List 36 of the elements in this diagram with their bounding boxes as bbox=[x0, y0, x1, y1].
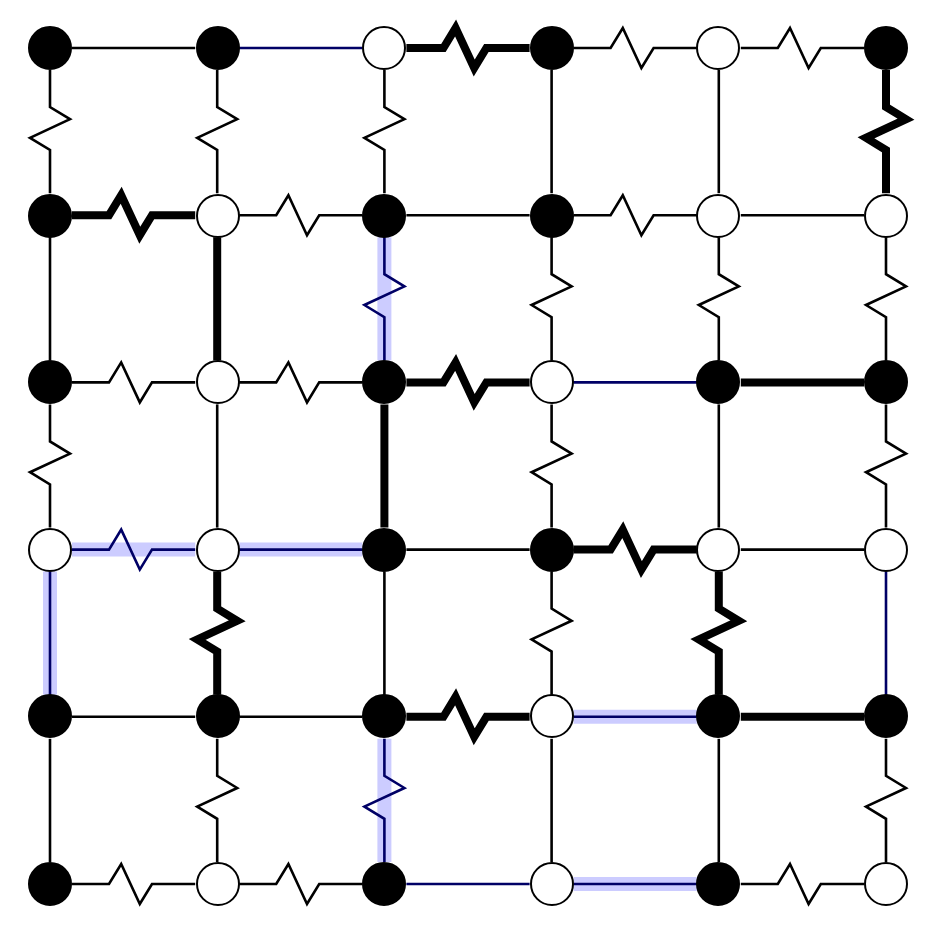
filled-circle bbox=[529, 193, 574, 238]
filled-circle bbox=[28, 862, 72, 906]
filled-circle bbox=[864, 26, 908, 70]
filled-circle bbox=[28, 26, 72, 70]
open-circle bbox=[195, 193, 240, 238]
filled-circle bbox=[362, 527, 407, 572]
filled-circle bbox=[696, 694, 741, 739]
filled-circle bbox=[864, 360, 908, 405]
filled-circle bbox=[28, 694, 72, 739]
open-circle bbox=[864, 862, 908, 906]
filled-circle bbox=[362, 694, 407, 739]
open-circle bbox=[195, 527, 240, 572]
filled-circle bbox=[195, 694, 240, 739]
open-circle bbox=[529, 694, 574, 739]
filled-circle bbox=[28, 193, 72, 238]
filled-circle bbox=[28, 360, 72, 405]
open-circle bbox=[864, 527, 908, 572]
filled-circle bbox=[529, 26, 574, 70]
open-circle bbox=[864, 193, 908, 238]
filled-circle bbox=[696, 360, 741, 405]
filled-circle bbox=[362, 360, 407, 405]
open-circle bbox=[28, 527, 72, 572]
filled-circle bbox=[864, 694, 908, 739]
filled-circle bbox=[195, 26, 240, 70]
filled-circle bbox=[362, 862, 407, 906]
open-circle bbox=[362, 26, 407, 70]
open-circle bbox=[195, 360, 240, 405]
filled-circle bbox=[362, 193, 407, 238]
filled-circle bbox=[529, 527, 574, 572]
open-circle bbox=[696, 26, 741, 70]
open-circle bbox=[195, 862, 240, 906]
filled-circle bbox=[696, 862, 741, 906]
open-circle bbox=[696, 193, 741, 238]
open-circle bbox=[529, 360, 574, 405]
open-circle bbox=[696, 527, 741, 572]
open-circle bbox=[529, 862, 574, 906]
